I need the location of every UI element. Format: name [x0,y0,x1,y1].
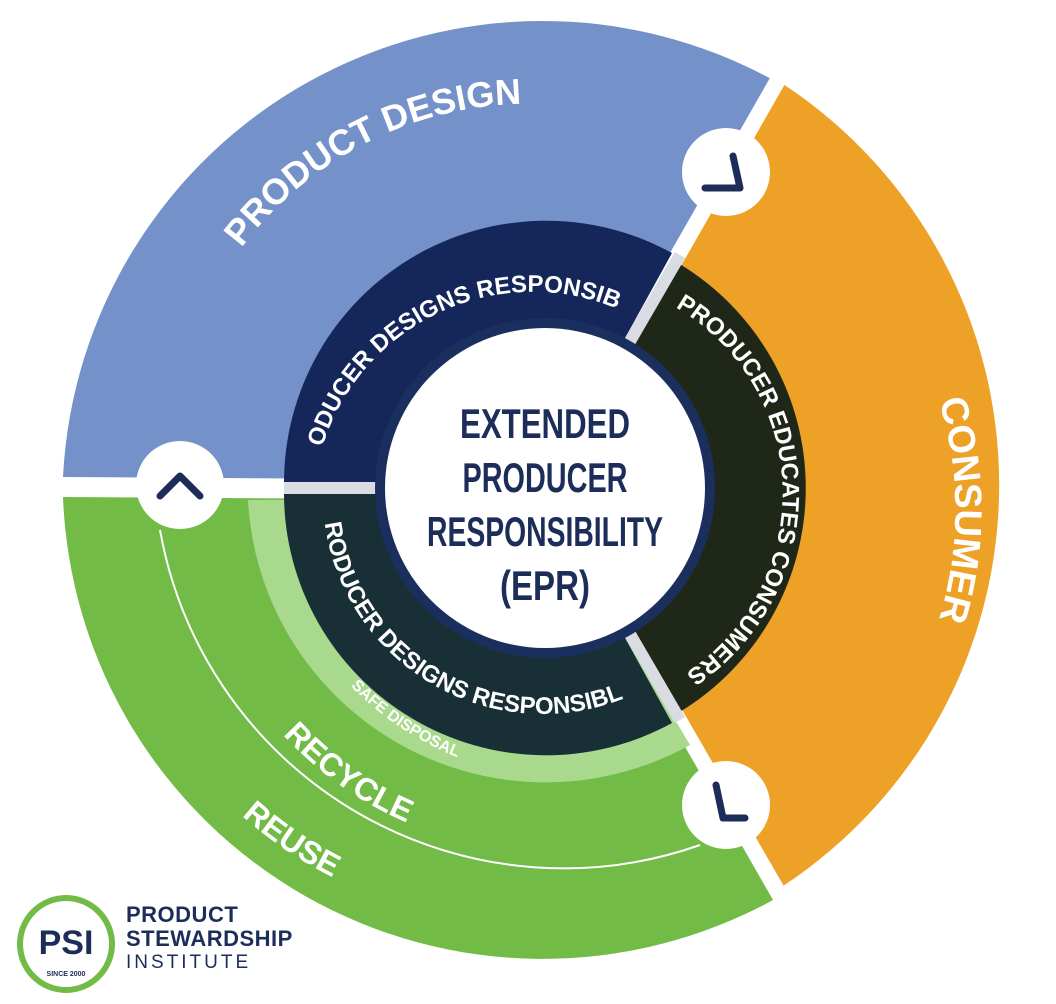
center-line-1: EXTENDED [460,400,630,447]
logo-wordmark: PRODUCT STEWARDSHIP INSTITUTE [126,903,293,975]
chevron-left-icon [682,761,770,849]
logo-line-1: PRODUCT [126,902,239,927]
psi-logo: PRODUCT STEWARDSHIP INSTITUTE [22,893,322,993]
psi-logo-mark: PSI SINCE 2000 [17,895,115,993]
center-title: EXTENDED PRODUCER RESPONSIBILITY (EPR) [427,400,663,609]
logo-line-2: STEWARDSHIP [126,926,293,951]
logo-since-text: SINCE 2000 [47,971,86,978]
chevron-up-icon [136,441,224,529]
logo-line-3: INSTITUTE [126,952,252,973]
center-line-2: PRODUCER [463,454,628,501]
chevron-right-icon [682,128,770,216]
logo-mark-text: PSI [39,924,94,962]
center-line-4: (EPR) [500,562,590,609]
center-circle [385,328,705,648]
recycle-reuse-divider [159,529,701,870]
center-line-3: RESPONSIBILITY [427,508,663,555]
